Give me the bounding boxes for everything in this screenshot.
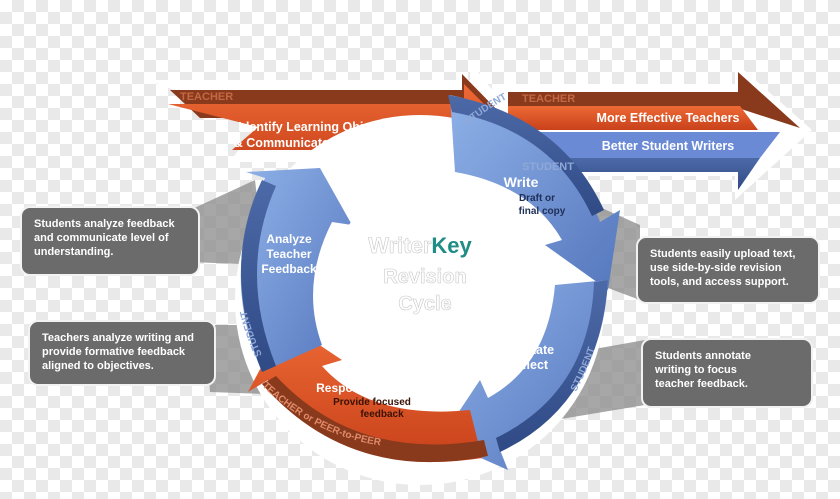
callout-right-bottom-line2: writing to focus <box>655 364 737 376</box>
outcome-line2: Better Student Writers <box>602 139 734 153</box>
outcome-line1: More Effective Teachers <box>597 111 740 125</box>
respond-title: Respond to Writer <box>316 381 420 395</box>
callout-right-top-line3: tools, and access support. <box>650 276 789 288</box>
outcome-tag-top: TEACHER <box>522 93 575 105</box>
outcome-tag-bottom: STUDENT <box>522 161 574 173</box>
write-band <box>448 95 604 216</box>
write-sub1: Draft or <box>519 193 555 204</box>
write-sub2: final copy <box>519 206 566 217</box>
callout-left-top-line3: understanding. <box>34 246 114 258</box>
center-title-writer: Writer <box>368 233 432 258</box>
analyze-segment <box>240 168 352 372</box>
annotate-line2: & Reflect <box>494 358 549 372</box>
callout-left-bottom-line1: Teachers analyze writing and <box>42 332 195 344</box>
respond-sub2: feedback <box>360 409 404 420</box>
callout-left-top: Students analyze feedback and communicat… <box>20 206 200 276</box>
respond-sub1: Provide focused <box>333 397 411 408</box>
top-arrow-line1: Identify Learning Objectives <box>238 120 405 134</box>
callout-left-bottom: Teachers analyze writing and provide for… <box>28 320 216 386</box>
analyze-line1: Analyze <box>266 232 312 246</box>
outcome-arrow-teacher-part <box>508 106 758 130</box>
annotate-band <box>496 280 608 452</box>
respond-band <box>262 376 488 463</box>
annotate-line1: Annotate <box>500 343 554 357</box>
callout-right-top-line1: Students easily upload text, <box>650 248 796 260</box>
callout-right-top: Students easily upload text, use side-by… <box>636 236 820 304</box>
center-title-line2: Revision <box>383 266 466 288</box>
callout-left-bottom-line2: provide formative feedback <box>42 346 186 358</box>
top-arrow-line2: & Communicate Expectations <box>234 136 410 150</box>
center-title-line3: Cycle <box>398 293 451 315</box>
analyze-line2: Teacher <box>266 247 311 261</box>
callout-right-bottom-line1: Students annotate <box>655 350 751 362</box>
outcome-arrow-top-band <box>508 72 800 128</box>
top-arrow-tag: TEACHER <box>180 91 233 103</box>
respond-segment <box>248 322 482 462</box>
cycle-center <box>330 190 510 370</box>
callout-left-bottom-line3: aligned to objectives. <box>42 360 154 372</box>
annotate-segment <box>440 280 608 470</box>
analyze-line3: Feedback <box>261 262 317 276</box>
write-title: Write <box>504 174 539 190</box>
write-segment <box>450 95 620 290</box>
center-title-line1: WriterKey <box>368 233 472 258</box>
callout-left-top-line2: and communicate level of <box>34 232 169 244</box>
callout-left-top-line1: Students analyze feedback <box>34 218 175 230</box>
callout-right-bottom-line3: teacher feedback. <box>655 378 748 390</box>
outcome-arrow-student-part <box>508 132 780 158</box>
analyze-band <box>241 180 276 372</box>
center-title-key: Key <box>431 233 472 258</box>
callout-right-top-line2: use side-by-side revision <box>650 262 782 274</box>
callout-right-bottom: Students annotate writing to focus teach… <box>641 338 813 408</box>
